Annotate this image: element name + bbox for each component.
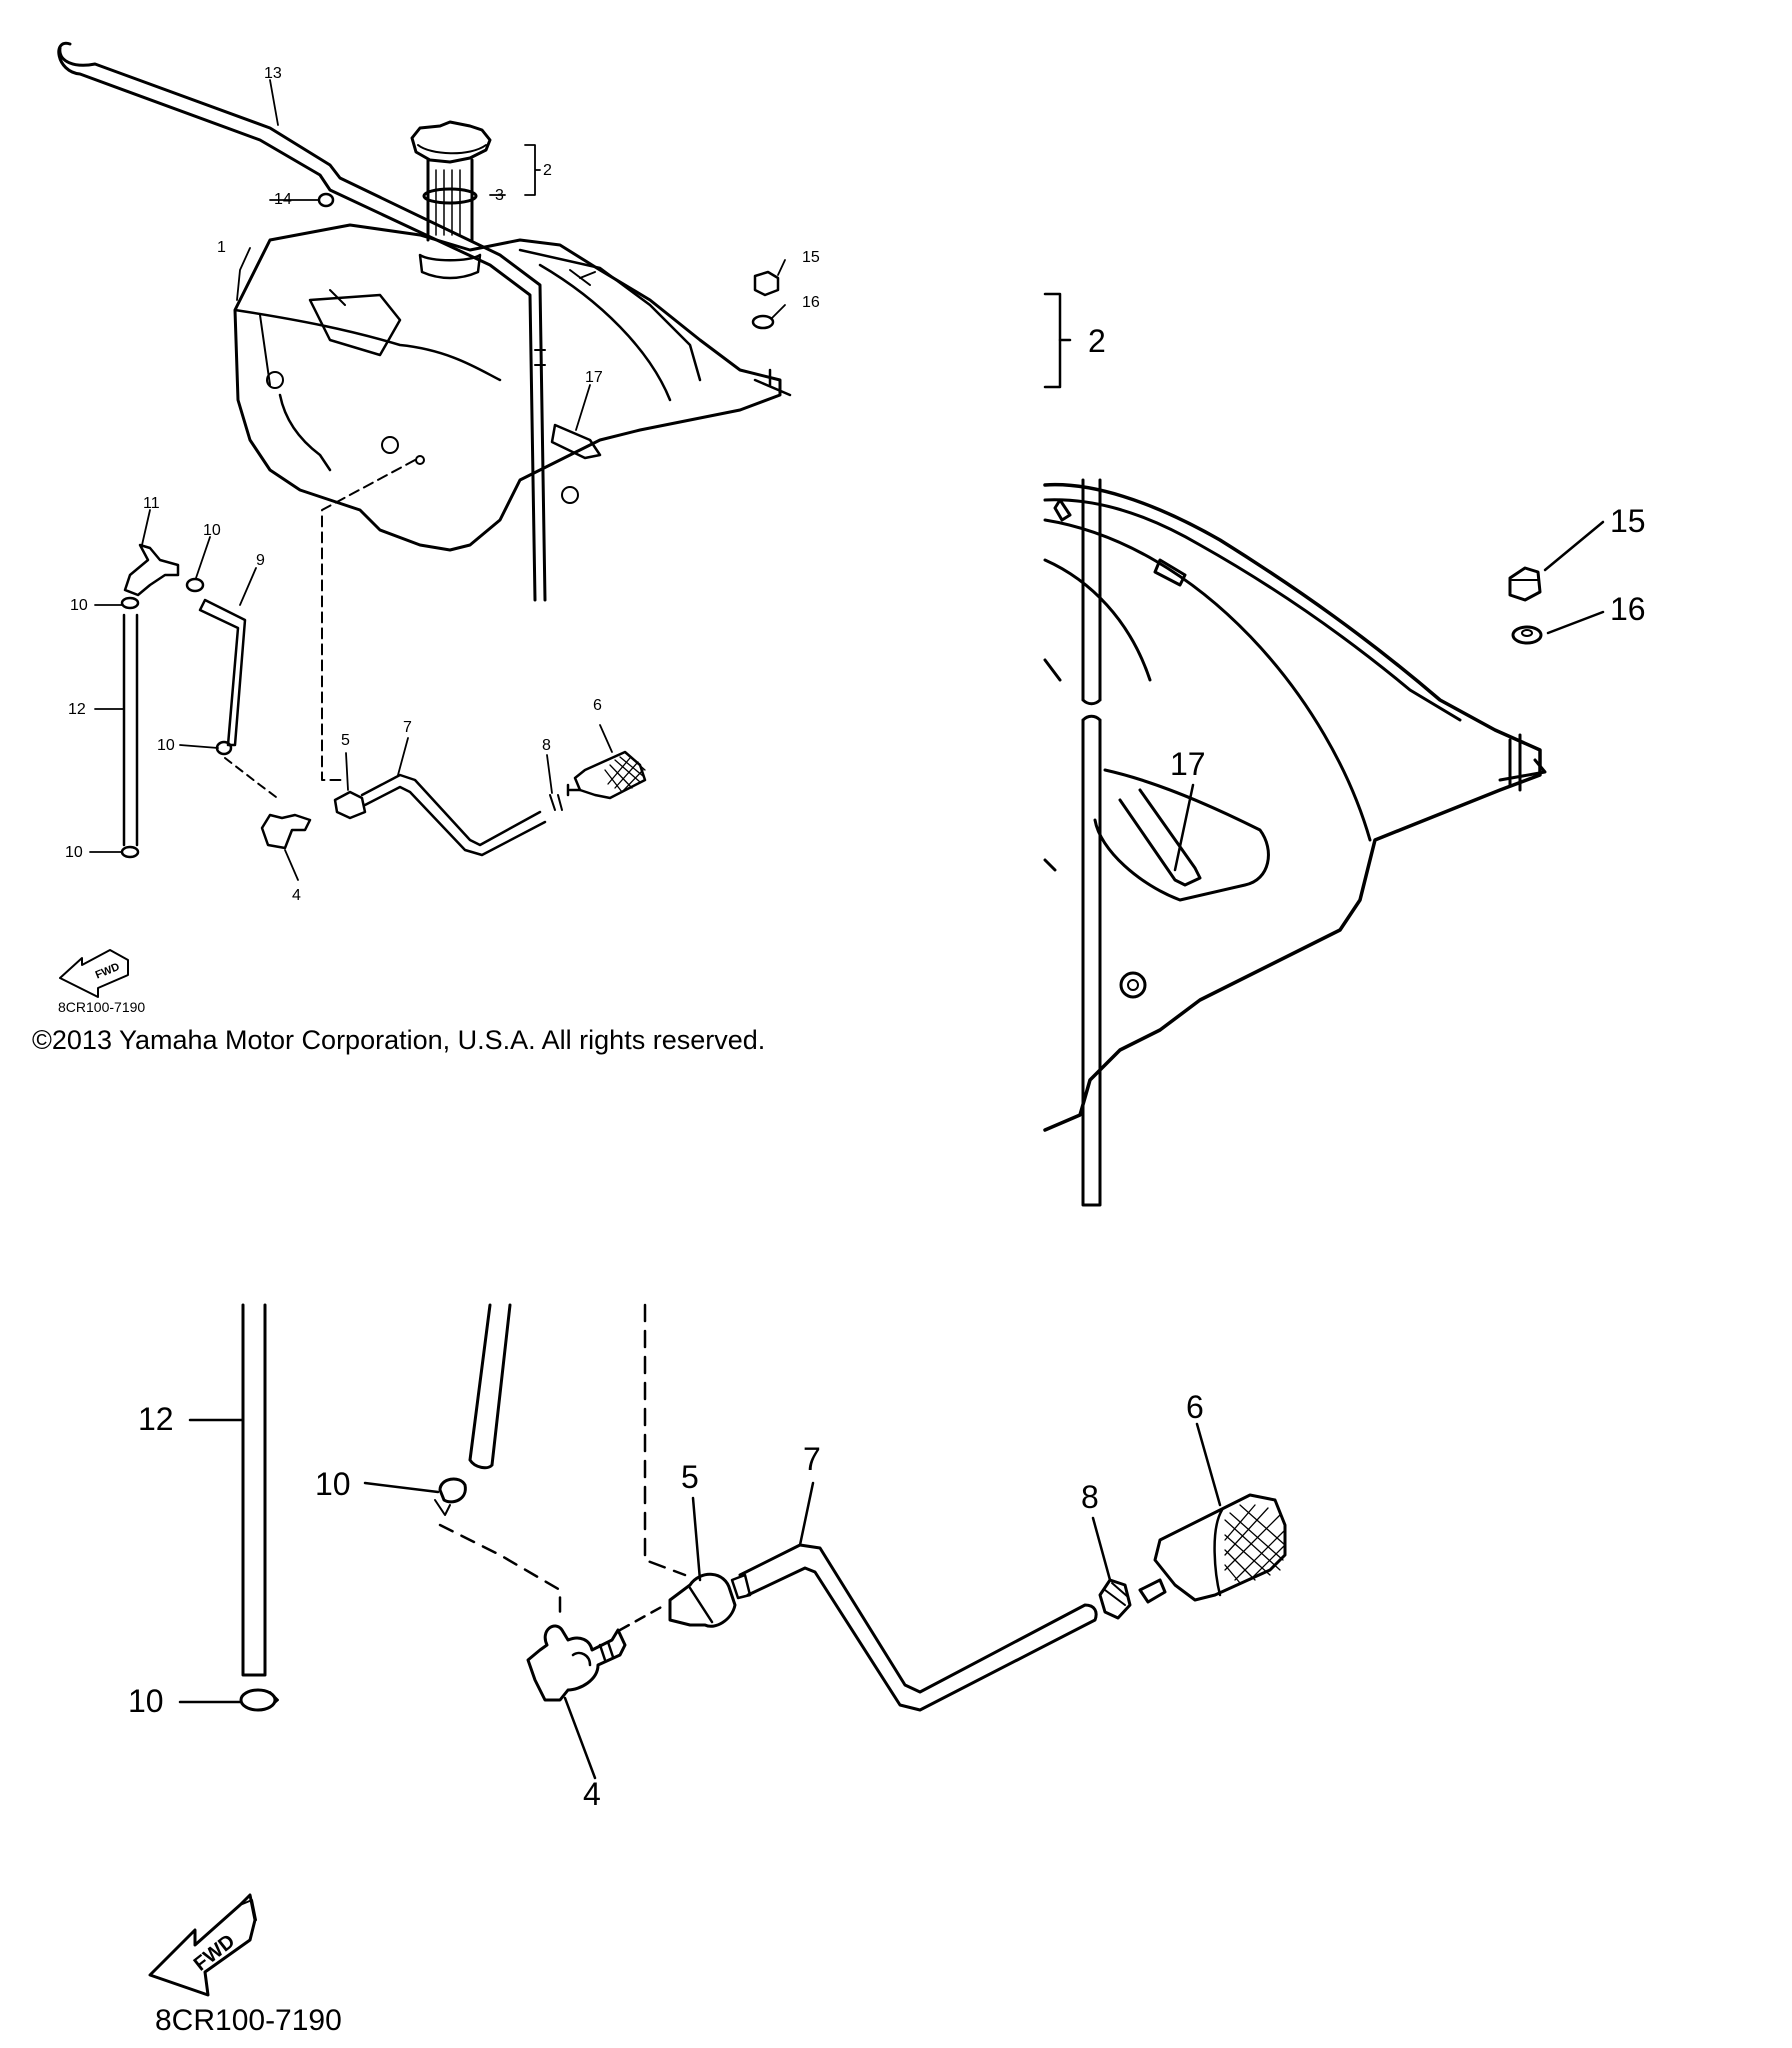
callout-2: 2 <box>543 162 552 179</box>
cap-gasket-3 <box>422 187 478 205</box>
callout-6: 6 <box>593 697 602 714</box>
callout-10-zoom-top: 10 <box>315 1466 351 1502</box>
callout-12: 12 <box>68 701 86 718</box>
callout-7: 7 <box>403 719 412 736</box>
part-code-large: 8CR100-7190 <box>155 2004 342 2037</box>
zoom-bottom-callouts: 12 10 10 5 7 8 6 4 <box>128 1389 1204 1812</box>
callout-8: 8 <box>542 737 551 754</box>
callout-10-c: 10 <box>157 737 175 754</box>
zoom-top-callouts: 2 15 16 17 <box>1088 323 1646 782</box>
nut-15 <box>753 270 780 297</box>
callout-17: 17 <box>585 369 603 386</box>
callout-13: 13 <box>264 65 282 82</box>
callout-10-a: 10 <box>203 522 221 539</box>
fwd-label: FWD <box>94 961 122 982</box>
fuel-cap-2 <box>410 120 492 242</box>
hose-12-closeup <box>241 1303 267 1677</box>
clamp-10-d <box>120 845 140 859</box>
copyright-notice: ©2013 Yamaha Motor Corporation, U.S.A. A… <box>32 1025 766 1055</box>
callout-5: 5 <box>341 732 350 749</box>
callout-2-zoom: 2 <box>1088 323 1106 359</box>
callout-11: 11 <box>143 495 160 512</box>
hose-9 <box>198 598 247 747</box>
fuel-hose-7 <box>360 773 547 857</box>
callout-1: 1 <box>217 239 226 256</box>
callout-10-zoom-bottom: 10 <box>128 1683 164 1719</box>
callout-14: 14 <box>274 191 292 208</box>
overview-leader-lines <box>89 79 786 881</box>
zoom-top-diagram: 2 15 16 17 <box>1043 292 1646 1207</box>
callout-12-zoom: 12 <box>138 1401 174 1437</box>
breather-hose-13 <box>57 41 547 602</box>
fwd-label-large: FWD <box>190 1930 239 1975</box>
zoom-bottom-diagram: 12 10 10 5 7 8 6 4 FWD 8CR100-7190 <box>128 1303 1287 2037</box>
fuel-filter-6-closeup <box>1138 1493 1287 1604</box>
callout-10-d: 10 <box>65 844 83 861</box>
washer-16 <box>751 314 775 330</box>
hose-12 <box>122 613 139 847</box>
callout-6-zoom: 6 <box>1186 1389 1204 1425</box>
callout-4: 4 <box>292 887 301 904</box>
overview-callouts: 1 2 3 4 5 6 7 8 9 10 10 10 10 11 12 13 1… <box>65 65 820 904</box>
clamp-10-bottom-closeup <box>239 1688 279 1712</box>
callout-3: 3 <box>495 187 504 204</box>
hose-9-closeup <box>468 1303 512 1470</box>
clip-8-closeup <box>1098 1578 1132 1620</box>
callout-5-zoom: 5 <box>681 1459 699 1495</box>
fuel-filter-6 <box>566 750 647 800</box>
callout-15-zoom: 15 <box>1610 503 1646 539</box>
clamp-10-b <box>120 596 140 610</box>
tank-closeup <box>1043 478 1547 1207</box>
callout-15: 15 <box>802 249 820 266</box>
fuel-hose-7-closeup <box>730 1543 1098 1712</box>
fuel-tank-1 <box>233 223 792 552</box>
nut-15-closeup <box>1508 566 1542 602</box>
fuel-cock-4-closeup <box>526 1624 627 1702</box>
part-code: 8CR100-7190 <box>58 999 145 1015</box>
joint-5-closeup <box>668 1572 737 1628</box>
callout-17-zoom: 17 <box>1170 746 1206 782</box>
clamp-10-a <box>185 577 205 593</box>
fwd-arrow-icon-large: FWD <box>148 1893 257 1997</box>
bracket-17 <box>550 423 602 460</box>
callout-9: 9 <box>256 552 265 569</box>
overview-diagram: 1 2 3 4 5 6 7 8 9 10 10 10 10 11 12 13 1… <box>57 41 820 1015</box>
callout-7-zoom: 7 <box>803 1441 821 1477</box>
zoom-top-leader-lines <box>1173 520 1605 872</box>
callout-8-zoom: 8 <box>1081 1479 1099 1515</box>
washer-16-closeup <box>1511 625 1543 645</box>
fwd-arrow-icon: FWD <box>59 949 129 998</box>
clip-8 <box>549 794 563 811</box>
fuel-cock-4 <box>260 813 312 850</box>
callout-16-zoom: 16 <box>1610 591 1646 627</box>
clamp-10-top-closeup <box>434 1477 467 1516</box>
callout-4-zoom: 4 <box>583 1776 601 1812</box>
elbow-fitting-11 <box>123 543 180 597</box>
clamp-14 <box>317 192 335 208</box>
zoom-bottom-leader-lines <box>178 1418 1222 1780</box>
clamp-10-c <box>215 740 233 756</box>
joint-5 <box>333 790 367 820</box>
callout-16: 16 <box>802 294 820 311</box>
callout-10-b: 10 <box>70 597 88 614</box>
